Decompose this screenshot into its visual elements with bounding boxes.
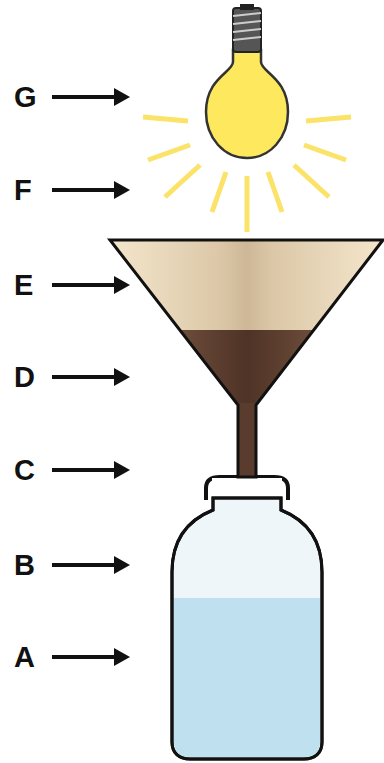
leader-arrows bbox=[52, 88, 130, 666]
filter-funnel bbox=[110, 240, 383, 477]
part-letter: B bbox=[14, 551, 35, 580]
light-bulb bbox=[206, 4, 288, 158]
part-letter: F bbox=[14, 176, 32, 205]
collection-bottle bbox=[172, 477, 322, 759]
part-letter: D bbox=[14, 363, 35, 392]
part-letter: E bbox=[14, 271, 33, 300]
part-letter: C bbox=[14, 456, 35, 485]
part-letter: A bbox=[14, 643, 35, 672]
part-letter: G bbox=[14, 83, 37, 112]
